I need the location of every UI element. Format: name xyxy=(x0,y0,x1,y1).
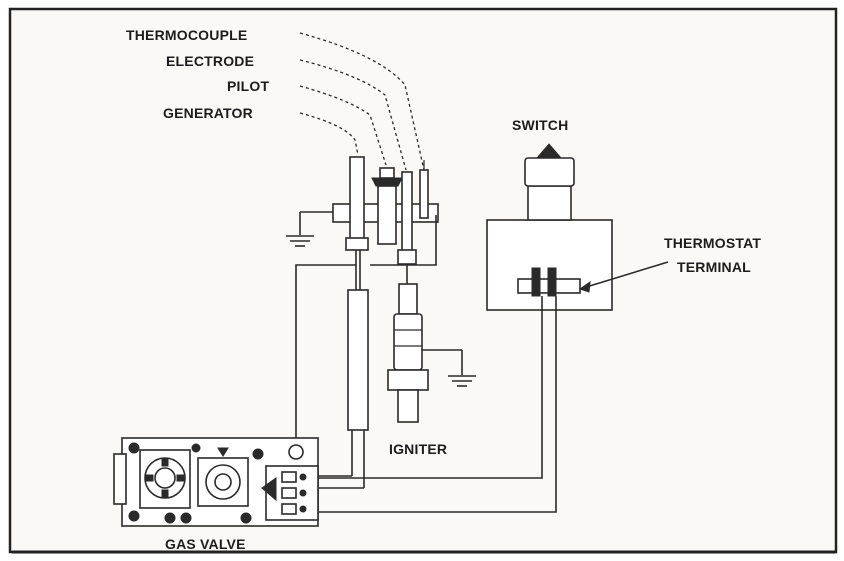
label-igniter: IGNITER xyxy=(389,441,447,457)
label-gas-valve: GAS VALVE xyxy=(165,536,246,552)
leader-pilot xyxy=(299,85,387,166)
pilot-tube xyxy=(295,264,356,440)
pilot-outlet xyxy=(288,444,304,460)
ground-icon-left xyxy=(286,235,314,247)
igniter-body xyxy=(393,313,423,371)
switch-knob-top xyxy=(535,143,563,159)
label-thermostat-line2: TERMINAL xyxy=(677,259,751,275)
electrode-rod xyxy=(401,171,413,253)
wiring xyxy=(295,215,557,513)
thermocouple-loop xyxy=(370,215,437,266)
switch-knob xyxy=(524,157,575,187)
thermocouple-rod xyxy=(419,169,429,219)
label-pilot: PILOT xyxy=(227,78,269,94)
thermostat-pointer xyxy=(582,261,669,289)
generator-cable xyxy=(347,289,369,431)
knob-indicator xyxy=(217,447,229,457)
label-thermostat-line1: THERMOSTAT xyxy=(664,235,761,251)
leader-electrode xyxy=(299,59,407,171)
switch-wire-1 xyxy=(318,296,543,479)
gas-valve xyxy=(113,437,319,527)
label-electrode: ELECTRODE xyxy=(166,53,254,69)
generator-rod xyxy=(349,156,365,246)
pilot-cap xyxy=(379,167,395,179)
leader-lines xyxy=(299,32,425,171)
terminal-post-right xyxy=(547,267,557,297)
leader-generator xyxy=(299,112,359,156)
igniter-nut xyxy=(387,369,429,391)
igniter-top xyxy=(398,283,418,315)
label-thermocouple: THERMOCOUPLE xyxy=(126,27,247,43)
igniter-assembly xyxy=(387,264,476,423)
igniter-base xyxy=(397,389,419,423)
switch-wire-2 xyxy=(318,296,557,513)
generator-fitting xyxy=(345,237,369,251)
electrode-fitting xyxy=(397,249,417,265)
label-generator: GENERATOR xyxy=(163,105,253,121)
gas-valve-inlet xyxy=(113,453,127,505)
pilot-hood xyxy=(371,177,403,187)
switch-box xyxy=(486,143,669,311)
label-switch: SWITCH xyxy=(512,117,568,133)
leader-thermocouple xyxy=(299,32,425,171)
terminal-post-left xyxy=(531,267,541,297)
pilot-body xyxy=(377,185,397,245)
switch-neck xyxy=(527,185,572,221)
pilot-assembly xyxy=(286,156,439,265)
ground-icon-right xyxy=(448,375,476,387)
